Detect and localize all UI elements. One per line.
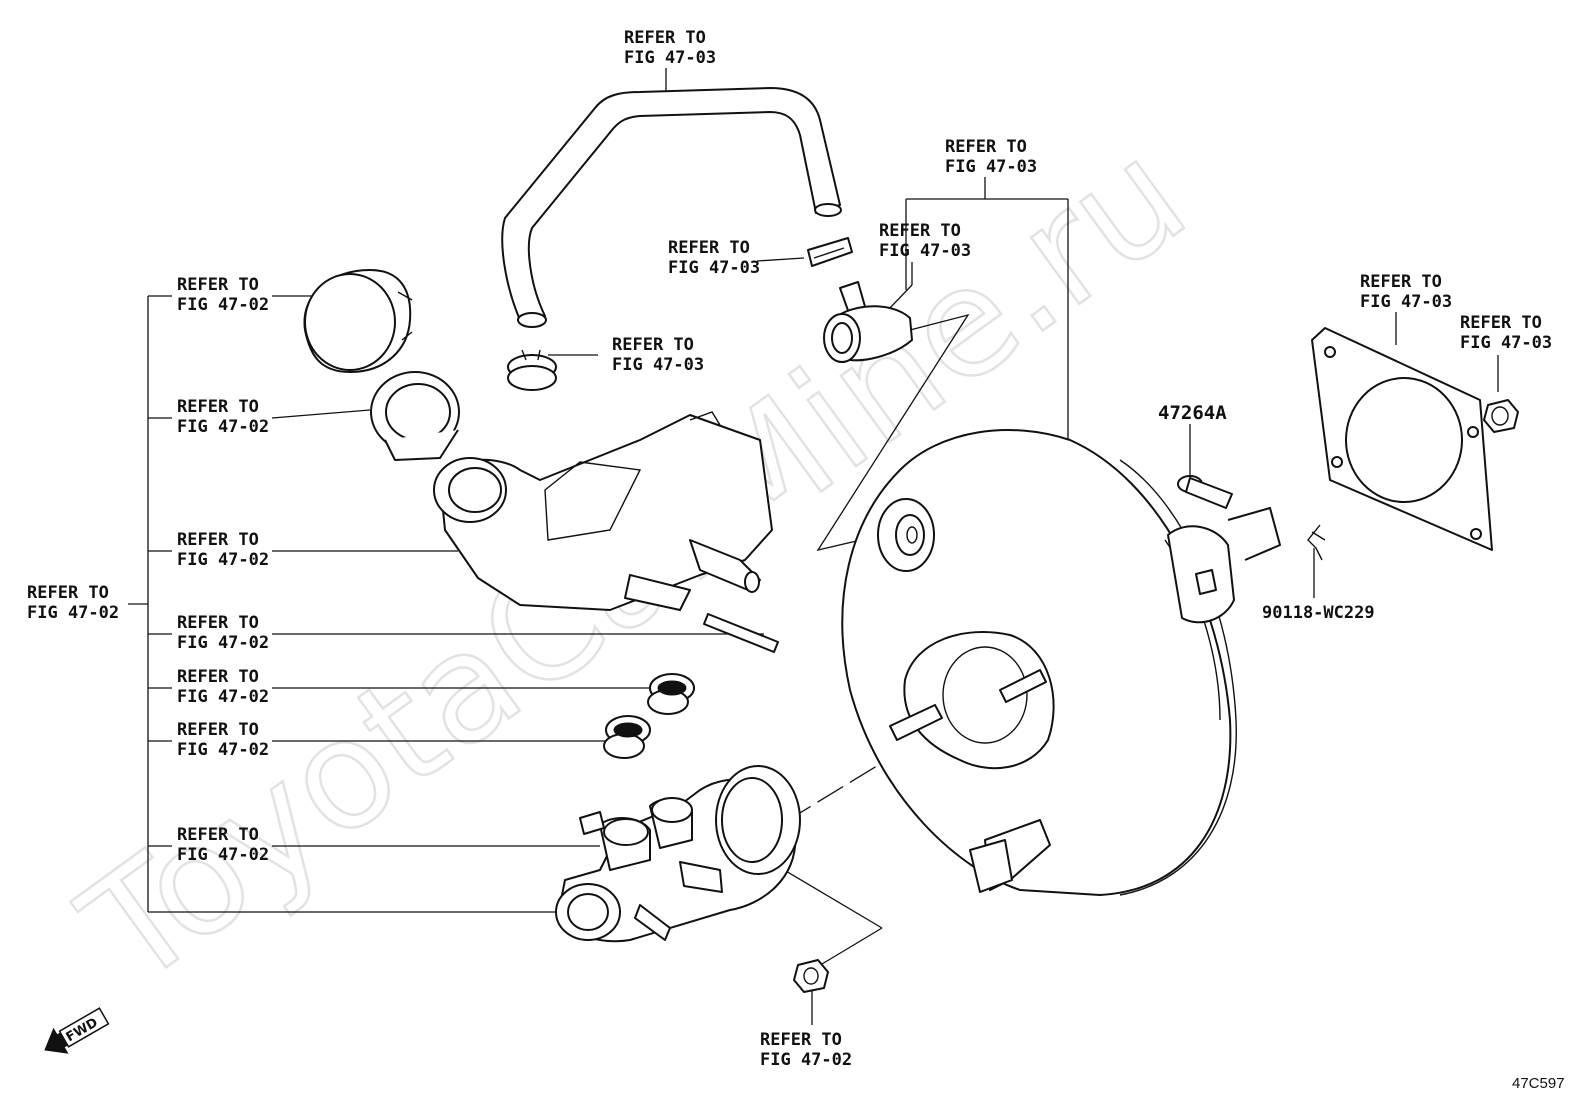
master-cylinder bbox=[555, 765, 801, 943]
grommet-lower bbox=[603, 715, 651, 759]
check-valve bbox=[823, 281, 913, 363]
fwd-arrow-icon: FWD bbox=[44, 1007, 110, 1054]
retaining-clip bbox=[1307, 524, 1326, 561]
leader-lines bbox=[128, 68, 1499, 1025]
grommet-upper bbox=[647, 673, 695, 715]
part-number-90118: 90118-WC229 bbox=[1262, 603, 1375, 623]
flange-nut-right bbox=[1483, 399, 1519, 433]
brake-reservoir bbox=[433, 411, 773, 611]
booster-gasket bbox=[1311, 327, 1493, 551]
reservoir-strainer bbox=[370, 371, 460, 461]
reservoir-cap bbox=[303, 269, 413, 373]
part-number-47264a: 47264A bbox=[1158, 402, 1227, 424]
vacuum-hose bbox=[501, 87, 842, 328]
reservoir-pin bbox=[703, 613, 779, 653]
brake-booster bbox=[841, 429, 1281, 896]
booster-pin bbox=[1177, 475, 1233, 509]
figure-id: 47C597 bbox=[1512, 1075, 1565, 1092]
hose-clip bbox=[807, 237, 853, 267]
hose-clamp bbox=[507, 349, 557, 391]
master-cylinder-nut bbox=[793, 959, 829, 993]
